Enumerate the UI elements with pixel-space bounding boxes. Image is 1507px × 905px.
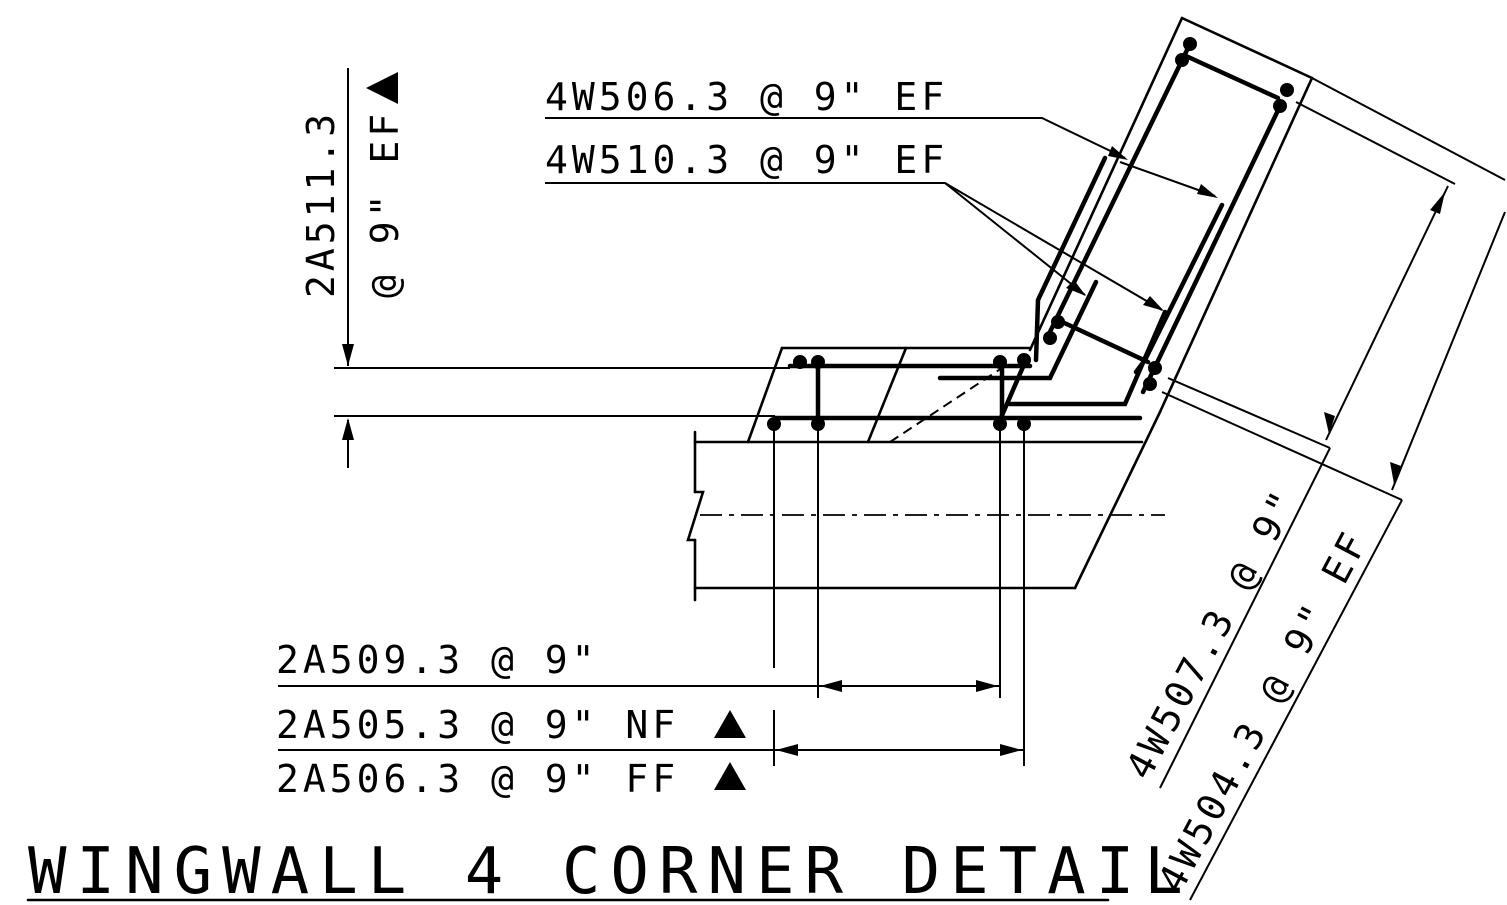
bottom-dimensions (278, 430, 1025, 766)
wingwall-outline (1028, 16, 1314, 590)
label-2a505: 2A505.3 @ 9" NF (276, 703, 679, 747)
revision-triangle-a506 (714, 762, 746, 790)
label-4w506: 4W506.3 @ 9" EF (545, 75, 948, 119)
top-leaders (545, 117, 1218, 311)
label-4w510: 4W510.3 @ 9" EF (545, 138, 948, 182)
label-2a511-line1: 2A511.3 (299, 110, 343, 298)
rebar-dots (767, 37, 1294, 431)
detail-title: WINGWALL 4 CORNER DETAIL (28, 835, 1193, 905)
label-2a511-line2: @ 9" EF (363, 110, 407, 298)
revision-triangle-a505 (714, 710, 746, 738)
revision-triangle-a511 (366, 72, 398, 104)
label-2a506: 2A506.3 @ 9" FF (276, 757, 679, 801)
a511-dimension (334, 68, 790, 468)
label-2a509: 2A509.3 @ 9" (276, 638, 599, 682)
right-dimensions (1159, 77, 1506, 901)
abutment-outline (686, 346, 1165, 602)
rebar-bars (772, 45, 1285, 427)
